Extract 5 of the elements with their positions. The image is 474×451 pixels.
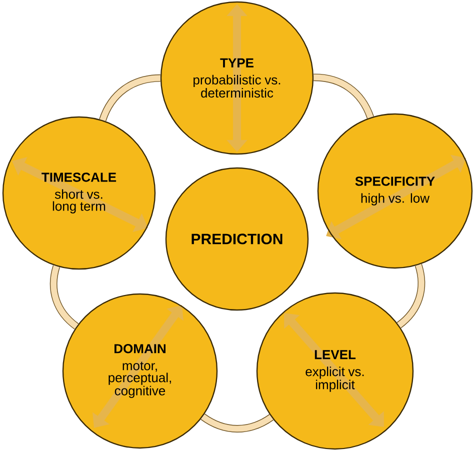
ring-band [313, 74, 374, 119]
ring-band [99, 74, 161, 122]
ring-band [396, 264, 426, 328]
ring-band [200, 414, 274, 432]
ring-band [50, 265, 79, 330]
